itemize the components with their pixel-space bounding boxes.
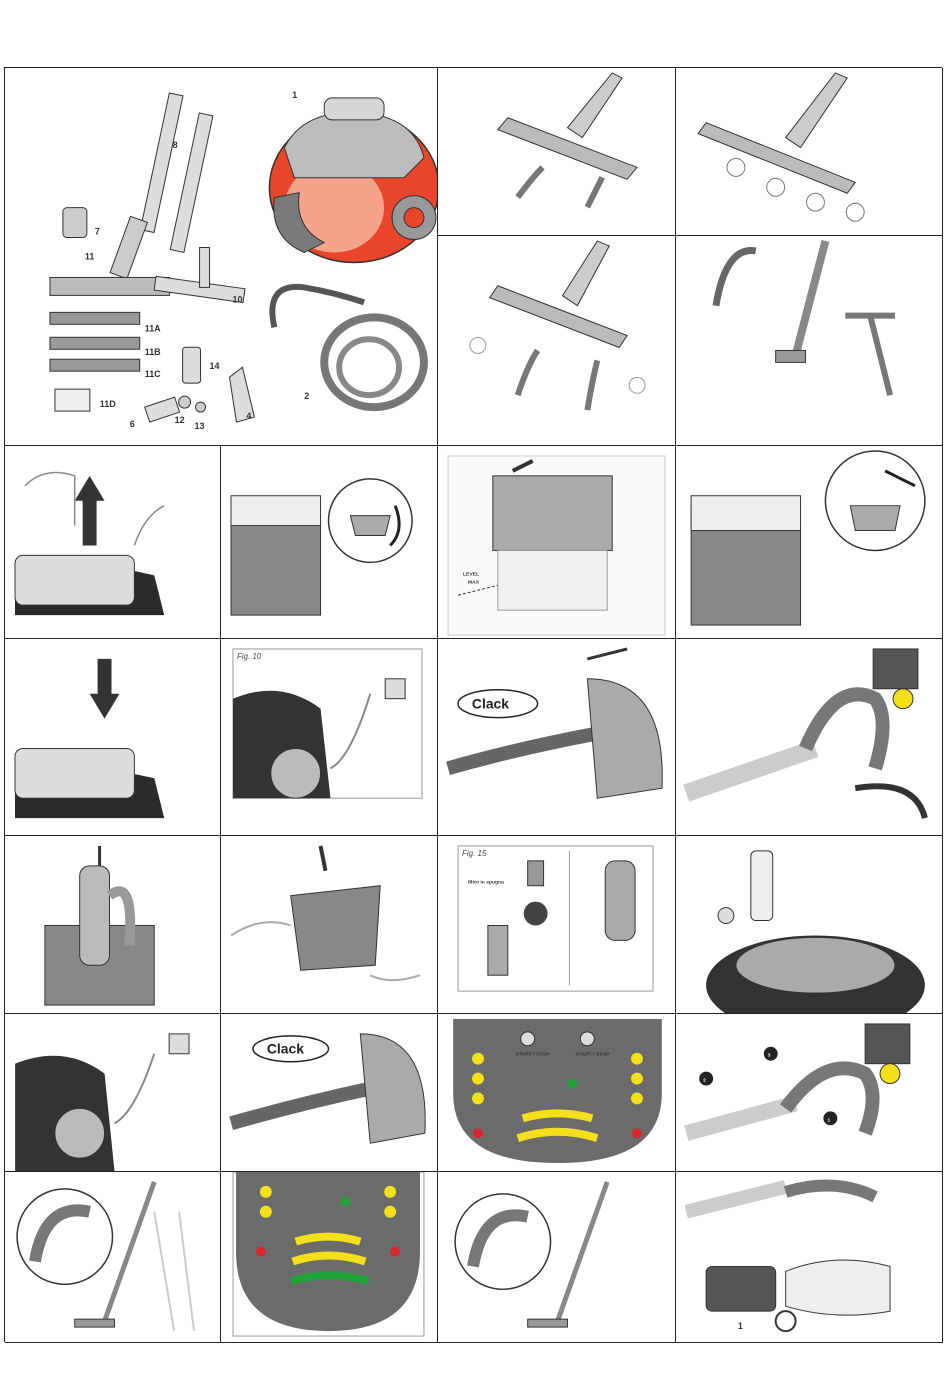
insert-tank-illustration bbox=[5, 639, 220, 835]
figure-remove-boiler bbox=[5, 836, 221, 1014]
floor-steam-2-illustration bbox=[438, 1172, 675, 1342]
label-6: 6 bbox=[130, 419, 135, 429]
control-panel-2-illustration bbox=[221, 1172, 437, 1342]
figure-tank-latch bbox=[221, 446, 438, 639]
figure-plug-in-2 bbox=[5, 1014, 221, 1172]
label-11: 11 bbox=[85, 251, 94, 261]
label-11B: 11B bbox=[145, 347, 161, 357]
figure-hose-connect-2: Clack bbox=[221, 1014, 438, 1172]
label-8: 8 bbox=[173, 140, 178, 150]
figure-accessories-use bbox=[676, 236, 943, 446]
figure-fill-tank: LEVEL MAX bbox=[438, 446, 676, 639]
plug-in-2-illustration bbox=[5, 1014, 220, 1171]
fig15-caption: Fig. 15 bbox=[462, 849, 487, 858]
overview-panel: 1 8 7 11 10 11A 11B 11C 14 bbox=[5, 68, 438, 446]
fig10-caption: Fig. 10 bbox=[237, 652, 262, 661]
fill-tank-illustration: LEVEL MAX bbox=[438, 446, 675, 638]
label-4: 4 bbox=[246, 411, 251, 421]
figure-hose-connect: Clack bbox=[438, 639, 676, 836]
start-stop-label-2: START / STOP bbox=[575, 1052, 609, 1058]
figure-handle-button bbox=[676, 639, 943, 836]
figure-control-panel-2 bbox=[221, 1172, 438, 1343]
label-12: 12 bbox=[175, 415, 185, 425]
remove-boiler-illustration bbox=[5, 836, 220, 1013]
floor-brush-combo-illustration bbox=[438, 236, 675, 445]
figure-insert-tank bbox=[5, 639, 221, 836]
label-2: 2 bbox=[304, 391, 309, 401]
label-11D: 11D bbox=[100, 399, 116, 409]
step-2-label: 2 bbox=[703, 1078, 706, 1084]
figure-detach-handle: 1 bbox=[676, 1172, 943, 1343]
figure-handle-steps: 2 3 1 bbox=[676, 1014, 943, 1172]
figure-tank-close bbox=[676, 446, 943, 639]
overview-illustration: 1 8 7 11 10 11A 11B 11C 14 bbox=[5, 68, 437, 445]
figure-floor-brush-1 bbox=[438, 68, 676, 236]
illustration-grid: 1 8 7 11 10 11A 11B 11C 14 bbox=[4, 67, 942, 1342]
label-7: 7 bbox=[95, 227, 100, 237]
figure-floor-brush-3 bbox=[438, 236, 676, 446]
accessories-use-illustration bbox=[676, 236, 942, 445]
tank-close-illustration bbox=[676, 446, 942, 638]
hose-connect-2-illustration: Clack bbox=[221, 1014, 437, 1171]
label-10: 10 bbox=[232, 294, 242, 304]
label-11C: 11C bbox=[145, 369, 161, 379]
hose-connect-illustration: Clack bbox=[438, 639, 675, 835]
clack-word-2: Clack bbox=[267, 1041, 304, 1057]
tank-latch-illustration bbox=[221, 446, 437, 638]
label-11A: 11A bbox=[145, 323, 161, 333]
start-stop-label-1: START / STOP bbox=[516, 1052, 550, 1058]
figure-floor-steam-2 bbox=[438, 1172, 676, 1343]
figure-floor-steam bbox=[5, 1172, 221, 1343]
fig15-text: filtro in spugna bbox=[468, 880, 504, 886]
label-13: 13 bbox=[195, 421, 205, 431]
step-1-label: 1 bbox=[827, 1117, 830, 1123]
control-panel-1-illustration: START / STOP START / STOP bbox=[438, 1014, 675, 1171]
filter-illustration: Fig. 15 filtro in spugna bbox=[438, 836, 675, 1013]
plug-in-illustration: Fig. 10 bbox=[221, 639, 437, 835]
figure-rinse-tank bbox=[221, 836, 438, 1014]
level-text: LEVEL bbox=[463, 571, 479, 577]
floor-brush-illustration bbox=[438, 68, 675, 235]
fill-boiler-illustration bbox=[676, 836, 942, 1013]
last-label-1: 1 bbox=[738, 1321, 743, 1331]
floor-brush-steam-illustration bbox=[676, 68, 942, 235]
floor-steam-illustration bbox=[5, 1172, 220, 1342]
figure-lift-tank bbox=[5, 446, 221, 639]
step-3-label: 3 bbox=[768, 1053, 771, 1059]
label-14: 14 bbox=[210, 361, 220, 371]
detach-handle-illustration: 1 bbox=[676, 1172, 942, 1342]
figure-fill-boiler bbox=[676, 836, 943, 1014]
clack-word: Clack bbox=[472, 696, 509, 712]
figure-plug-in: Fig. 10 bbox=[221, 639, 438, 836]
figure-floor-brush-2 bbox=[676, 68, 943, 236]
figure-control-panel-1: START / STOP START / STOP bbox=[438, 1014, 676, 1172]
lift-tank-illustration bbox=[5, 446, 220, 638]
figure-filter: Fig. 15 filtro in spugna bbox=[438, 836, 676, 1014]
level-sub: MAX bbox=[468, 579, 480, 585]
label-1: 1 bbox=[292, 90, 297, 100]
handle-steps-illustration: 2 3 1 bbox=[676, 1014, 942, 1171]
rinse-tank-illustration bbox=[221, 836, 437, 1013]
handle-button-illustration bbox=[676, 639, 942, 835]
